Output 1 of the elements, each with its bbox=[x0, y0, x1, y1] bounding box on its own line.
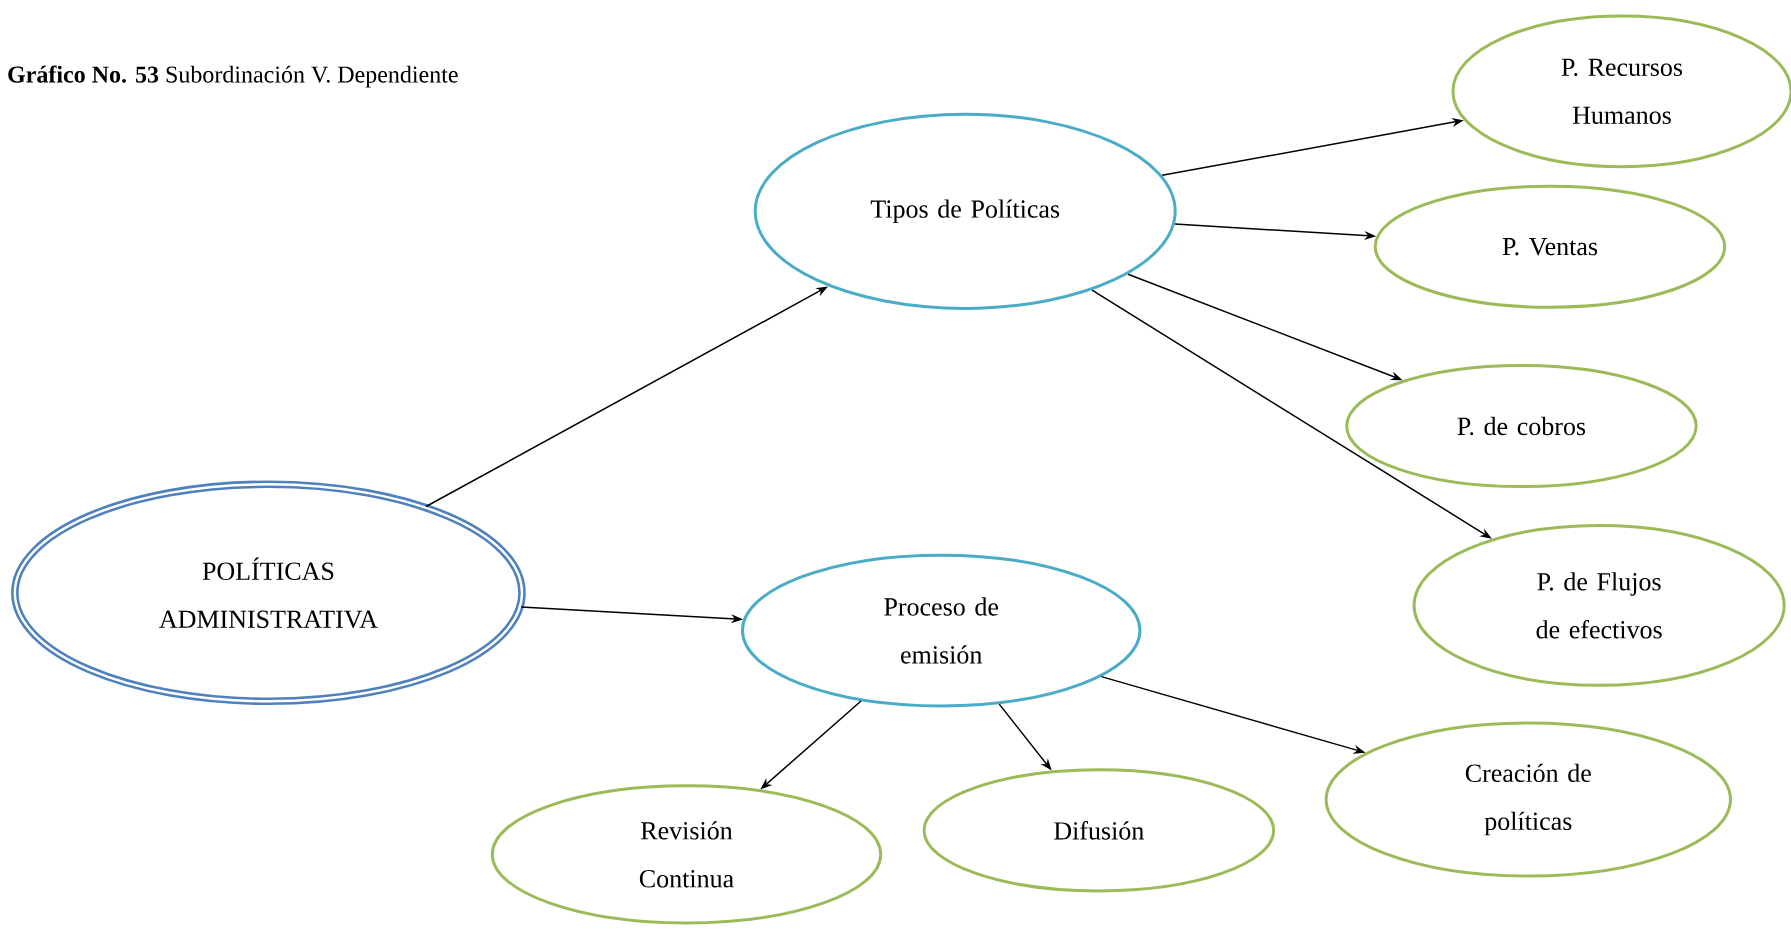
figure-title: Gráfico No. 53 Subordinación V. Dependiente bbox=[8, 65, 458, 88]
